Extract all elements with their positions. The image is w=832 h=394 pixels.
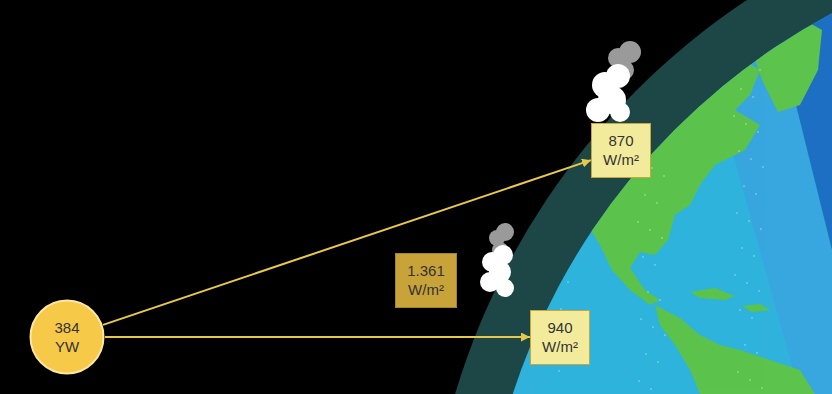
- sun-circle: 384 YW: [29, 299, 105, 375]
- north-america: [540, 52, 760, 305]
- central-south-america: [655, 305, 815, 394]
- value-label: 384 YW: [54, 318, 79, 357]
- irradiance-box: 870 W/m²: [591, 123, 651, 178]
- sunlight-arrow: [103, 160, 591, 325]
- solar-constant-box: 1.361 W/m²: [395, 253, 457, 308]
- terminator-band: [690, 0, 832, 394]
- atmosphere: [425, 0, 832, 394]
- caribbean-islands: [690, 288, 770, 312]
- earth-ocean: [480, 0, 832, 394]
- value-label: 940 W/m²: [542, 318, 578, 357]
- value-label: 1.361 W/m²: [407, 261, 445, 300]
- value-label: 870 W/m²: [603, 131, 639, 170]
- greenland: [748, 12, 822, 112]
- sunlight-arrow: [105, 336, 530, 338]
- sun-shape: [29, 299, 105, 375]
- clouds: [480, 64, 630, 297]
- sun-disc: [31, 301, 104, 374]
- irradiance-box: 940 W/m²: [530, 310, 590, 365]
